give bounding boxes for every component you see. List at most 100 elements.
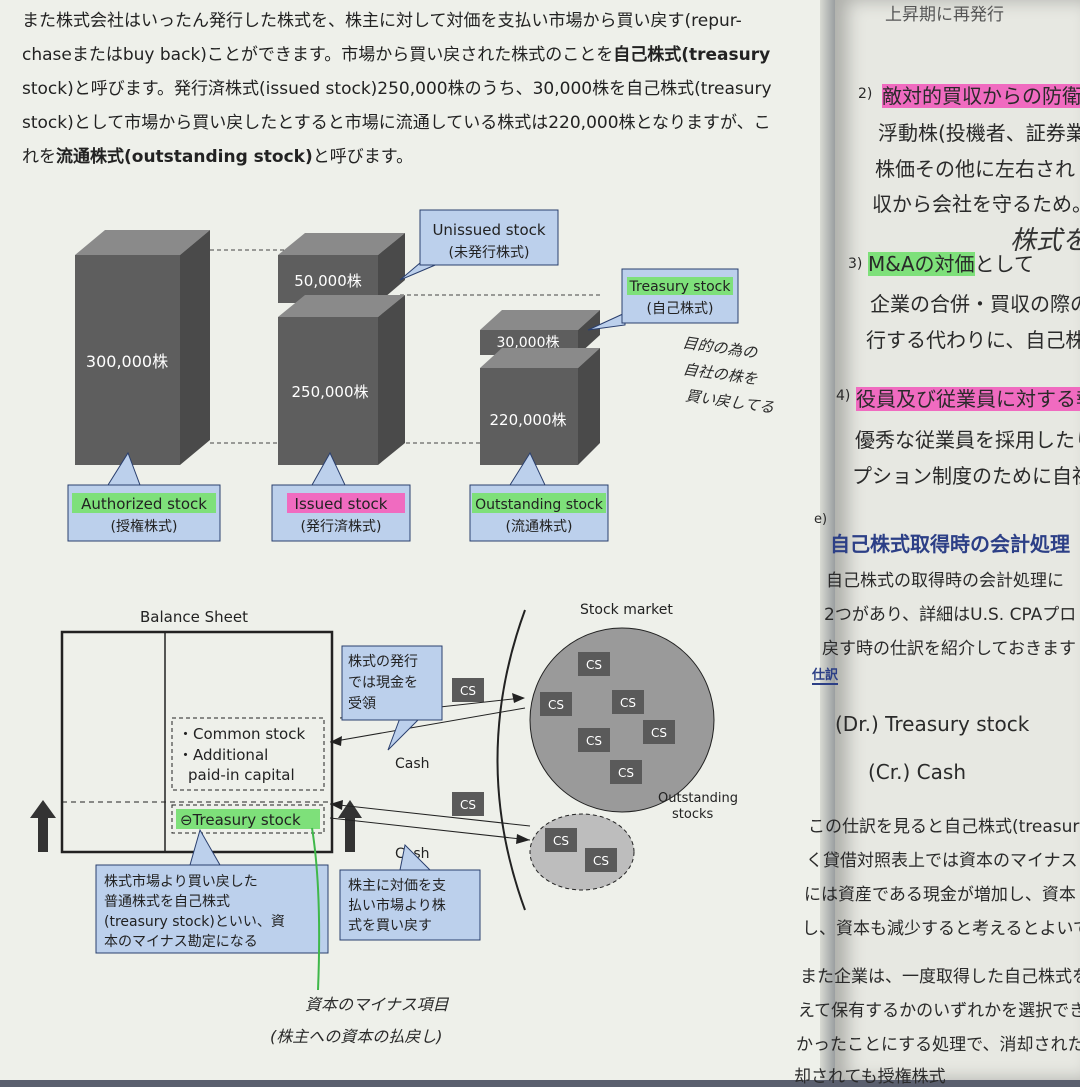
handwritten-right: 株式を [1010, 226, 1080, 256]
cs-card: CS [578, 652, 610, 676]
dr-line: (Dr.) Treasury stock [835, 712, 1030, 736]
paragraph-line-4: stock)として市場から買い戻したとすると市場に流通している株式は220,00… [22, 113, 771, 133]
svg-text:CS: CS [460, 684, 476, 698]
authorized-value: 300,000株 [86, 352, 168, 371]
paragraph-line-5: れを流通株式(outstanding stock)と呼びます。 [22, 140, 413, 174]
cs-card: CS [452, 792, 484, 816]
callout-authorized: Authorized stock (授権株式) [67, 451, 221, 542]
handwritten-bottom-line-2: (株主への資本の払戻し) [270, 1027, 443, 1046]
body-line-1: この仕訳を見ると自己株式(treasury [808, 817, 1080, 837]
unissued-value: 50,000株 [294, 272, 362, 290]
callout-unissued-ja: (未発行株式) [449, 245, 530, 261]
arrow-head-icon [512, 693, 525, 703]
market-boundary-arc [496, 609, 526, 911]
callout-unissued: Unissued stock (未発行株式) [399, 209, 559, 281]
item2-line-2: 株価その他に左右され [875, 157, 1075, 181]
treasury-section [171, 804, 325, 834]
callout-issue-line-1: 株式の発行 [348, 654, 418, 670]
svg-text:CS: CS [553, 834, 569, 848]
outstanding-block: 220,000株 [480, 348, 600, 465]
paragraph-line-5-end: と呼びます。 [312, 147, 414, 167]
callout-buyback-left-line-2: 普通株式を自己株式 [104, 894, 230, 910]
paragraph-line-1: また株式会社はいったん発行した株式を、株主に対して対価を支払い市場から買い戻す(… [22, 11, 742, 31]
item3-title-highlight: M&Aの対価 [868, 252, 975, 276]
svg-text:CS: CS [620, 696, 636, 710]
issued-value: 250,000株 [291, 383, 368, 401]
callout-outstanding-en: Outstanding stock [475, 497, 604, 513]
handwritten-note-top: 目的の為の 自社の株を 買い戻してる [682, 334, 776, 417]
callout-buyback-left-line-1: 株式市場より買い戻した [104, 873, 258, 890]
callout-issued-ja: (発行済株式) [301, 519, 382, 535]
callout-authorized-ja: (授権株式) [111, 518, 178, 535]
handwritten-note-line-1: 目的の為の [682, 334, 760, 362]
authorized-block: 300,000株 [75, 230, 210, 465]
balance-sheet-diagram: Balance Sheet Stock market ・Common stock… [30, 602, 738, 1046]
svg-text:CS: CS [651, 726, 667, 740]
callout-buyback-right-line-3: 式を買い戻す [348, 918, 432, 934]
callout-buyback-right: 株主に対価を支 払い市場より株 式を買い戻す [339, 843, 481, 941]
callout-buyback-right-line-2: 払い市場より株 [348, 897, 446, 914]
common-stock-label: ・Common stock [178, 725, 305, 743]
paragraph-line-5-start: れを [22, 147, 56, 167]
treasury-stock-label: ⊖Treasury stock [180, 811, 301, 829]
callout-outstanding-ja: (流通株式) [506, 519, 573, 535]
svg-text:CS: CS [586, 658, 602, 672]
paragraph-line-2-text: chaseまたはbuy back)ことができます。市場から買い戻された株式のこと… [22, 45, 614, 65]
callout-unissued-en: Unissued stock [432, 221, 545, 239]
right-top-fragment: 上昇期に再発行 [885, 5, 1004, 25]
paragraph-line-3: stock)と呼びます。発行済株式(issued stock)250,000株の… [22, 79, 772, 99]
item4-line-1: 優秀な従業員を採用したり [855, 428, 1080, 452]
cash-label-top: Cash [395, 756, 430, 772]
svg-text:CS: CS [593, 854, 609, 868]
cs-card: CS [545, 828, 577, 852]
item2-title-text: 敵対的買収からの防衛 [882, 84, 1080, 108]
buyback-arrow [329, 803, 531, 827]
callout-buyback-left-line-3: (treasury stock)といい、資 [104, 914, 285, 930]
cs-card: CS [540, 692, 572, 716]
item4-title-text: 役員及び従業員に対する報 [856, 387, 1080, 411]
green-pen-line [311, 827, 321, 991]
callout-treasury-ja: (自己株式) [647, 301, 714, 317]
item3-title: M&Aの対価として [868, 248, 1034, 277]
item3-line-1: 企業の合併・買収の際の [870, 292, 1080, 316]
up-arrow-right-icon [338, 800, 362, 852]
apic-label-1: ・Additional [178, 746, 268, 764]
section-e-line-2: 2つがあり、詳細はU.S. CPAプロ [824, 605, 1077, 625]
body2-line-1: また企業は、一度取得した自己株式を [800, 967, 1080, 987]
outstanding-label-2: stocks [672, 807, 713, 822]
body2-line-4: 却されても授権株式 [794, 1067, 946, 1087]
paragraph-line-2: chaseまたはbuy back)ことができます。市場から買い戻された株式のこと… [22, 38, 770, 72]
term-treasury-stock: 自己株式(treasury [613, 45, 771, 65]
body-line-2: く貸借対照表上では資本のマイナス [806, 851, 1078, 871]
cs-card: CS [612, 690, 644, 714]
body2-line-2: えて保有するかのいずれかを選択でき [798, 1001, 1080, 1021]
treasury-value: 30,000株 [497, 335, 560, 351]
callout-buyback-right-line-1: 株主に対価を支 [348, 878, 446, 894]
cash-arrow-bottom [329, 817, 531, 841]
callout-treasury: Treasury stock (自己株式) [587, 268, 739, 331]
outstanding-label-1: Outstanding [658, 791, 738, 806]
item3-number: 3) [848, 256, 863, 272]
arrow-head-icon [330, 800, 343, 810]
apic-label-2: paid-in capital [188, 766, 295, 784]
cs-card: CS [578, 728, 610, 752]
handwritten-note-bottom: 資本のマイナス項目 (株主への資本の払戻し) [270, 995, 450, 1046]
body2-line-3: かったことにする処理で、消却された [796, 1035, 1080, 1055]
item2-number: 2) [858, 86, 873, 102]
cs-card: CS [643, 720, 675, 744]
item3-title-rest: として [974, 252, 1034, 276]
item4-title: 役員及び従業員に対する報 [856, 383, 1080, 412]
item2-line-1: 浮動株(投機者、証券業 [878, 121, 1080, 145]
arrow-head-icon [516, 834, 530, 844]
section-e-label: e) [814, 512, 828, 527]
body-line-3: には資産である現金が増加し、資本 [804, 885, 1076, 905]
svg-text:CS: CS [548, 698, 564, 712]
svg-text:CS: CS [460, 798, 476, 812]
svg-text:CS: CS [586, 734, 602, 748]
item4-line-2: プション制度のために自社 [852, 464, 1080, 488]
svg-text:CS: CS [618, 766, 634, 780]
callout-issued: Issued stock (発行済株式) [271, 451, 411, 542]
item3-line-2: 行する代わりに、自己株式 [866, 328, 1080, 352]
callout-treasury-en: Treasury stock [629, 279, 732, 295]
callout-authorized-en: Authorized stock [81, 495, 207, 513]
